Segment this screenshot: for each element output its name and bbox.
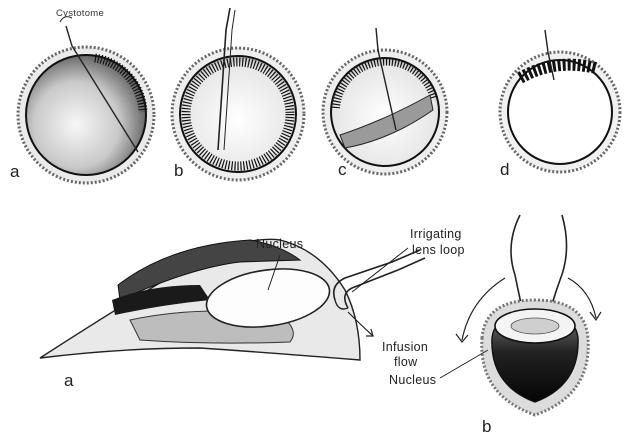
irrigating-label-line2: lens loop [412,244,465,257]
eye-view-a [18,17,154,183]
eye-view-d [500,30,620,172]
panel-label-b: b [174,162,183,179]
infusion-label-line2: flow [394,356,417,369]
panel-label-c: c [338,161,347,178]
panel-label-bottom-a: a [64,372,73,389]
panel-label-bottom-b: b [482,418,491,435]
eye-view-c [323,28,447,174]
eye-view-b [172,8,304,180]
panel-label-d: d [500,161,509,178]
cystotome-label: Cystotome [56,9,104,19]
irrigating-label-line1: Irrigating [410,228,462,241]
panel-label-a: a [10,163,19,180]
infusion-label-line1: Infusion [382,341,428,354]
cross-section-view [40,239,425,360]
nucleus-label-cross-section: Nucleus [256,238,303,251]
nucleus-label-frontal: Nucleus [389,374,436,387]
